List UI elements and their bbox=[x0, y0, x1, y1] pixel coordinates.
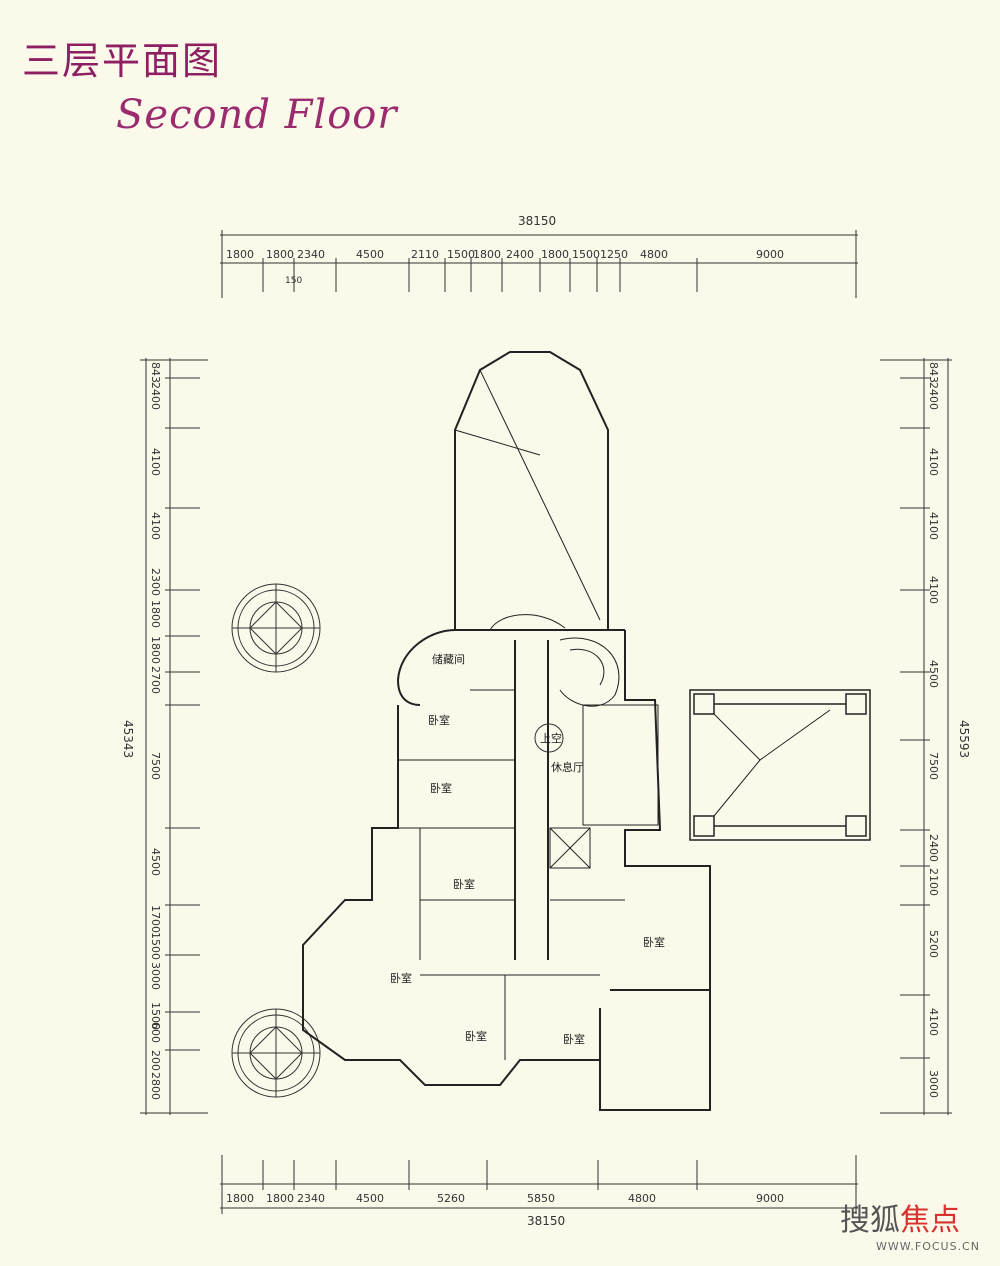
right-dim-seg: 5200 bbox=[927, 930, 940, 958]
top-dim-seg: 1800 bbox=[226, 248, 254, 261]
top-dim-seg: 1500 bbox=[447, 248, 475, 261]
left-dim-seg: 1800 bbox=[149, 636, 162, 664]
top-dim-seg: 4500 bbox=[356, 248, 384, 261]
left-dim-seg: 200 bbox=[149, 1050, 162, 1071]
top-small-dim: 150 bbox=[285, 276, 302, 286]
top-total-dim: 38150 bbox=[518, 214, 556, 228]
left-dim-seg: 1700 bbox=[149, 905, 162, 933]
right-total-dim: 45593 bbox=[957, 720, 971, 758]
right-dim-seg: 4100 bbox=[927, 576, 940, 604]
room-bedroom-label-1: 卧室 bbox=[428, 713, 450, 727]
watermark-brand-b: 焦点 bbox=[900, 1203, 960, 1238]
plan-title-en: Second Floor bbox=[116, 92, 398, 138]
watermark-brand-a: 搜狐 bbox=[840, 1203, 900, 1238]
left-dim-seg: 1800 bbox=[149, 600, 162, 628]
bottom-dim-seg: 1800 bbox=[226, 1192, 254, 1205]
left-dim-seg: 4500 bbox=[149, 848, 162, 876]
watermark-brand: 搜狐焦点 bbox=[840, 1195, 960, 1239]
left-dim-seg: 843 bbox=[149, 362, 162, 383]
room-bedroom-label-3: 卧室 bbox=[453, 877, 475, 891]
top-dim-seg: 2340 bbox=[297, 248, 325, 261]
left-dim-seg: 4100 bbox=[149, 512, 162, 540]
void-marker bbox=[534, 723, 564, 753]
left-dim-seg: 2700 bbox=[149, 666, 162, 694]
right-dim-seg: 4500 bbox=[927, 660, 940, 688]
bottom-dim-seg: 2340 bbox=[297, 1192, 325, 1205]
room-bedroom-label-6: 卧室 bbox=[465, 1029, 487, 1043]
left-dim-seg: 4100 bbox=[149, 448, 162, 476]
right-dim-seg: 4100 bbox=[927, 448, 940, 476]
top-dim-seg: 2400 bbox=[506, 248, 534, 261]
room-bedroom-label-7: 卧室 bbox=[563, 1032, 585, 1046]
right-dim-seg: 2400 bbox=[927, 382, 940, 410]
right-dim-seg: 2400 bbox=[927, 834, 940, 862]
room-storage-label: 储藏间 bbox=[432, 652, 465, 666]
bottom-total-dim: 38150 bbox=[527, 1214, 565, 1228]
top-dim-seg: 2110 bbox=[411, 248, 439, 261]
top-dim-seg: 4800 bbox=[640, 248, 668, 261]
room-bedroom-label-5: 卧室 bbox=[390, 971, 412, 985]
bottom-dim-seg: 9000 bbox=[756, 1192, 784, 1205]
right-dim-seg: 2100 bbox=[927, 868, 940, 896]
left-dim-seg: 2300 bbox=[149, 568, 162, 596]
terrace bbox=[689, 689, 871, 841]
left-dim-seg: 2400 bbox=[149, 382, 162, 410]
left-total-dim: 45343 bbox=[121, 720, 135, 758]
top-dim-seg: 1500 bbox=[572, 248, 600, 261]
building-walls bbox=[302, 351, 711, 1111]
right-dim-seg: 4100 bbox=[927, 1008, 940, 1036]
left-dim-seg: 1500 bbox=[149, 932, 162, 960]
right-dim-seg: 3000 bbox=[927, 1070, 940, 1098]
right-dim-seg: 7500 bbox=[927, 752, 940, 780]
bottom-dim-seg: 1800 bbox=[266, 1192, 294, 1205]
left-dim-seg: 600 bbox=[149, 1022, 162, 1043]
bottom-dim-seg: 4500 bbox=[356, 1192, 384, 1205]
left-dim-seg: 2800 bbox=[149, 1072, 162, 1100]
room-bedroom-label-4: 卧室 bbox=[643, 935, 665, 949]
room-upper-label: 上空 bbox=[540, 731, 562, 745]
round-pavilion-top bbox=[231, 583, 321, 673]
left-dim-seg: 7500 bbox=[149, 752, 162, 780]
top-dim-seg: 1800 bbox=[266, 248, 294, 261]
top-dim-seg: 1250 bbox=[600, 248, 628, 261]
top-dim-seg: 9000 bbox=[756, 248, 784, 261]
watermark-url: WWW.FOCUS.CN bbox=[876, 1240, 980, 1253]
top-dim-seg: 1800 bbox=[541, 248, 569, 261]
left-dim-seg: 3000 bbox=[149, 962, 162, 990]
left-dim-seg: 1500 bbox=[149, 1002, 162, 1030]
room-lounge-label: 休息厅 bbox=[551, 760, 584, 774]
plan-title-cn: 三层平面图 bbox=[22, 39, 223, 83]
room-bedroom-label-2: 卧室 bbox=[430, 781, 452, 795]
bottom-dim-seg: 5260 bbox=[437, 1192, 465, 1205]
right-dim-seg: 4100 bbox=[927, 512, 940, 540]
right-dim-seg: 843 bbox=[927, 362, 940, 383]
top-dim-seg: 1800 bbox=[473, 248, 501, 261]
round-pavilion-bottom bbox=[231, 1008, 321, 1098]
bottom-dim-seg: 4800 bbox=[628, 1192, 656, 1205]
bottom-dim-seg: 5850 bbox=[527, 1192, 555, 1205]
